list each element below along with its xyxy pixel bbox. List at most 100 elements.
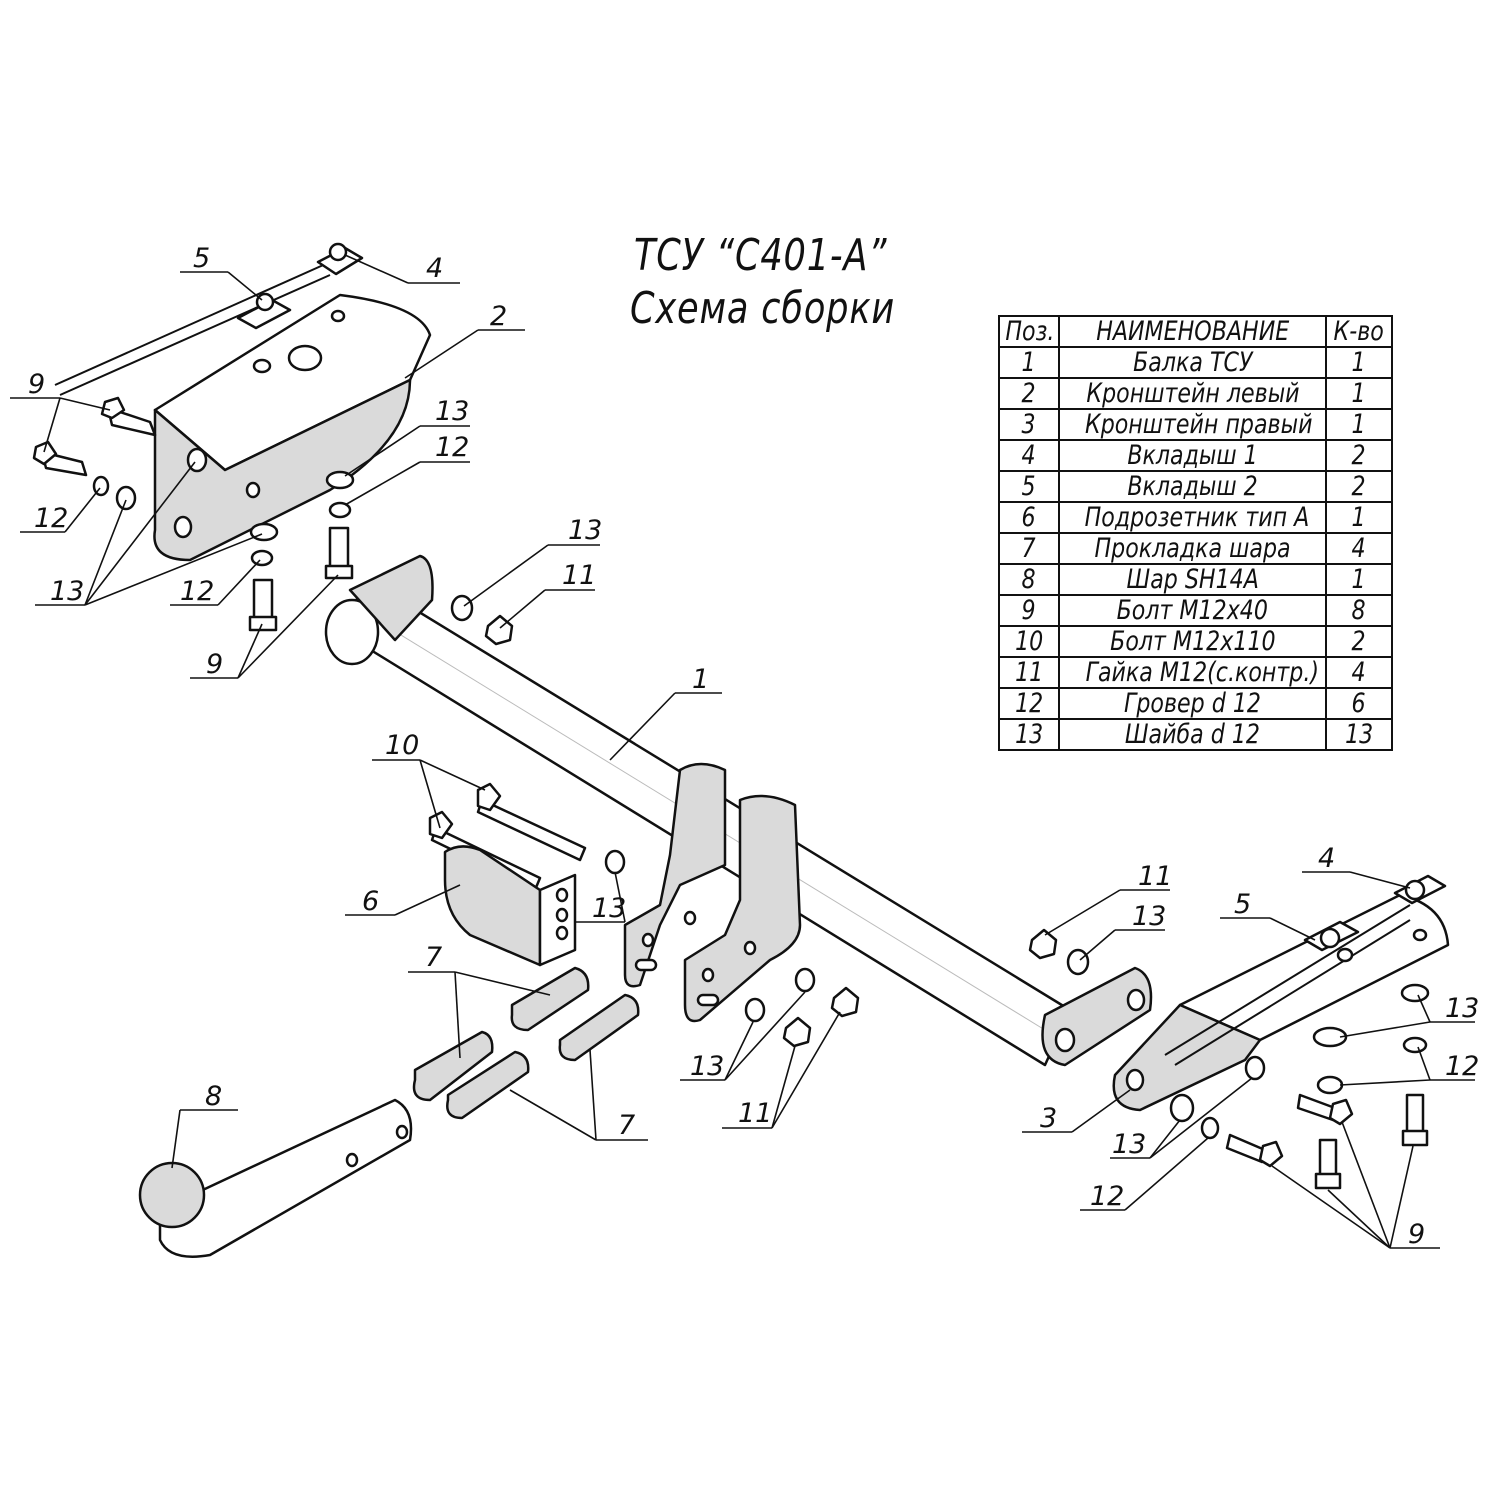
quantity-cell: К-во bbox=[1325, 315, 1393, 348]
callout-9-right: 9 bbox=[1408, 1219, 1425, 1250]
left-bracket bbox=[153, 293, 432, 562]
callout-10: 10 bbox=[385, 730, 419, 761]
callout-4-left: 4 bbox=[426, 253, 443, 284]
parts-table-row: 1 Балка ТСУ 1 bbox=[998, 346, 1393, 379]
cell-text: Болт М12х110 bbox=[1109, 626, 1276, 657]
callout-13-mid-top: 13 bbox=[568, 515, 602, 546]
position-cell: 1 bbox=[998, 346, 1060, 379]
cell-text: 8 bbox=[1021, 564, 1037, 595]
leader-lines bbox=[10, 254, 1475, 1249]
callout-labels: 5 4 2 9 13 12 12 13 12 9 13 11 1 10 6 13… bbox=[28, 243, 1479, 1250]
cell-text: 8 bbox=[1351, 595, 1367, 626]
position-cell: 6 bbox=[998, 501, 1060, 534]
cell-text: 1 bbox=[1351, 347, 1367, 378]
cell-text: Балка ТСУ bbox=[1132, 347, 1253, 378]
position-cell: 10 bbox=[998, 625, 1060, 658]
cell-text: 6 bbox=[1021, 502, 1037, 533]
position-cell: 3 bbox=[998, 408, 1060, 441]
callout-12-right: 12 bbox=[1445, 1051, 1479, 1082]
callout-13-socket: 13 bbox=[592, 893, 626, 924]
name-cell: Подрозетник тип А bbox=[1058, 501, 1327, 534]
name-cell: Гровер d 12 bbox=[1058, 687, 1327, 720]
quantity-cell: 8 bbox=[1325, 594, 1393, 627]
quantity-cell: 4 bbox=[1325, 532, 1393, 565]
position-cell: 13 bbox=[998, 718, 1060, 751]
cell-text: Болт М12х40 bbox=[1116, 595, 1269, 626]
name-cell: Вкладыш 1 bbox=[1058, 439, 1327, 472]
cell-text: 5 bbox=[1021, 471, 1037, 502]
callout-8: 8 bbox=[205, 1081, 222, 1112]
cell-text: 12 bbox=[1014, 688, 1044, 719]
callout-13-mid: 13 bbox=[690, 1051, 724, 1082]
position-cell: 12 bbox=[998, 687, 1060, 720]
cell-text: 13 bbox=[1014, 719, 1044, 750]
name-cell: НАИМЕНОВАНИЕ bbox=[1058, 315, 1327, 348]
callout-12-left: 12 bbox=[34, 503, 68, 534]
cell-text: 2 bbox=[1351, 626, 1367, 657]
parts-table-row: 11 Гайка М12(с.контр.) 4 bbox=[998, 656, 1393, 689]
callout-13-left: 13 bbox=[50, 576, 84, 607]
cell-text: 2 bbox=[1021, 378, 1037, 409]
name-cell: Гайка М12(с.контр.) bbox=[1058, 656, 1327, 689]
cell-text: 1 bbox=[1351, 502, 1367, 533]
name-cell: Болт М12х110 bbox=[1058, 625, 1327, 658]
tow-ball bbox=[138, 1098, 413, 1258]
callout-5-right: 5 bbox=[1234, 889, 1251, 920]
cell-text: 1 bbox=[1351, 409, 1367, 440]
callout-12-right-bottom: 12 bbox=[1090, 1181, 1124, 1212]
cell-text: 11 bbox=[1014, 657, 1044, 688]
callout-7-bottom: 7 bbox=[618, 1110, 635, 1141]
callout-1: 1 bbox=[692, 664, 709, 695]
cell-text: 1 bbox=[1351, 378, 1367, 409]
name-cell: Вкладыш 2 bbox=[1058, 470, 1327, 503]
callout-9-left-top: 9 bbox=[28, 369, 45, 400]
cell-text: 1 bbox=[1351, 564, 1367, 595]
cell-text: 10 bbox=[1014, 626, 1044, 657]
middle-fasteners bbox=[744, 928, 1090, 1048]
quantity-cell: 1 bbox=[1325, 501, 1393, 534]
quantity-cell: 2 bbox=[1325, 625, 1393, 658]
cell-text: 2 bbox=[1351, 471, 1367, 502]
cell-text: Шар SH14A bbox=[1126, 564, 1259, 595]
name-cell: Шайба d 12 bbox=[1058, 718, 1327, 751]
cell-text: 7 bbox=[1021, 533, 1037, 564]
right-bracket bbox=[1112, 874, 1450, 1112]
quantity-cell: 1 bbox=[1325, 563, 1393, 596]
parts-table-row: 13 Шайба d 12 13 bbox=[998, 718, 1393, 751]
name-cell: Балка ТСУ bbox=[1058, 346, 1327, 379]
position-cell: Поз. bbox=[998, 315, 1060, 348]
quantity-cell: 4 bbox=[1325, 656, 1393, 689]
cell-text: 4 bbox=[1351, 657, 1367, 688]
cell-text: Гайка М12(с.контр.) bbox=[1085, 657, 1320, 688]
parts-table-row: 12 Гровер d 12 6 bbox=[998, 687, 1393, 720]
cell-text: 13 bbox=[1344, 719, 1374, 750]
callout-9-left-bottom: 9 bbox=[206, 649, 223, 680]
ball-pads bbox=[412, 966, 640, 1120]
callout-11-mid-top: 11 bbox=[562, 560, 596, 591]
callout-7-top: 7 bbox=[425, 942, 442, 973]
position-cell: 7 bbox=[998, 532, 1060, 565]
position-cell: 2 bbox=[998, 377, 1060, 410]
parts-table-row: 10 Болт М12х110 2 bbox=[998, 625, 1393, 658]
cell-text: 6 bbox=[1351, 688, 1367, 719]
cell-text: Гровер d 12 bbox=[1124, 688, 1261, 719]
quantity-cell: 1 bbox=[1325, 346, 1393, 379]
cell-text: 9 bbox=[1021, 595, 1037, 626]
name-cell: Шар SH14A bbox=[1058, 563, 1327, 596]
position-cell: 5 bbox=[998, 470, 1060, 503]
cell-text: Вкладыш 1 bbox=[1127, 440, 1258, 471]
name-cell: Кронштейн правый bbox=[1058, 408, 1327, 441]
callout-3: 3 bbox=[1040, 1103, 1057, 1134]
callout-2: 2 bbox=[490, 301, 507, 332]
callout-11-right: 11 bbox=[1138, 861, 1172, 892]
insert-plates-left bbox=[54, 242, 364, 396]
socket-plate bbox=[428, 782, 626, 967]
callout-11-mid: 11 bbox=[738, 1098, 772, 1129]
diagram-subtitle: Схема сборки bbox=[630, 283, 896, 334]
parts-table-row: 8 Шар SH14A 1 bbox=[998, 563, 1393, 596]
